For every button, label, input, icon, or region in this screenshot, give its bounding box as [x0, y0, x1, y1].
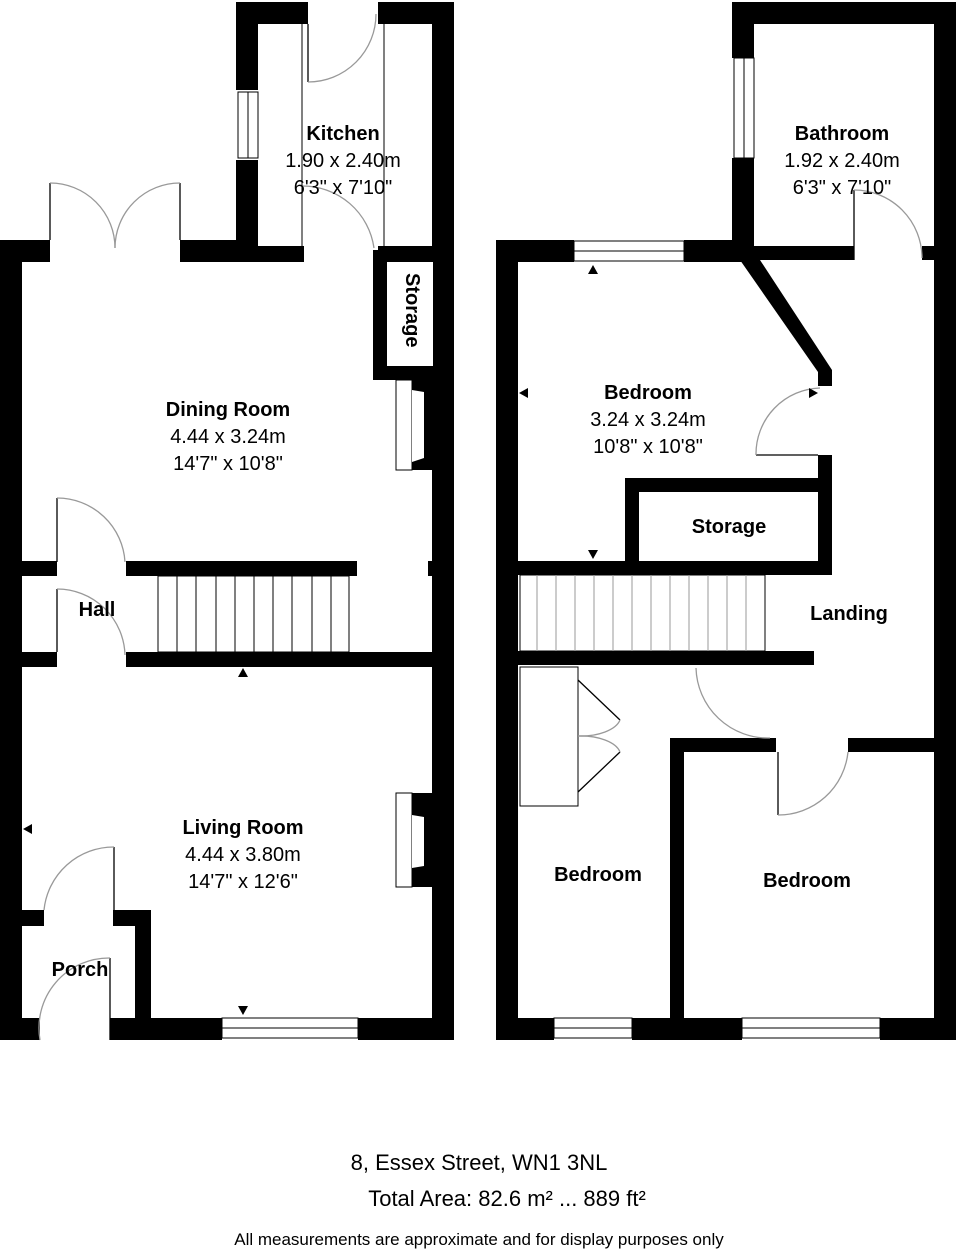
- room-name: Bathroom: [794, 123, 890, 145]
- room-label-kitchen: Kitchen 1.90 x 2.40m 6'3" x 7'10": [285, 121, 401, 202]
- room-dim-metric: 1.92 x 2.40m: [784, 150, 900, 172]
- total-area: Total Area: 82.6 m² ... 889 ft²: [368, 1186, 646, 1211]
- first-floor-stair-treads: [536, 575, 747, 651]
- first-floor-fixtures: [519, 57, 881, 1039]
- room-dim-imperial: 10'8" x 10'8": [593, 436, 703, 458]
- ground-floor-doors: [38, 13, 377, 1041]
- room-label-hall: Hall: [79, 597, 116, 624]
- disclaimer: All measurements are approximate and for…: [234, 1230, 724, 1249]
- room-dim-imperial: 14'7" x 12'6": [188, 871, 298, 893]
- ground-floor-stair-treads: [176, 576, 332, 652]
- room-label-landing: Landing: [810, 601, 888, 628]
- ground-floor-arrows: [23, 668, 434, 1015]
- room-name: Porch: [51, 959, 109, 981]
- room-label-storage-ground: Storage: [401, 273, 423, 348]
- room-dim-imperial: 6'3" x 7'10": [792, 177, 892, 199]
- room-name: Living Room: [182, 817, 304, 839]
- first-floor-doors: [577, 189, 923, 816]
- room-name: Landing: [810, 603, 888, 625]
- room-name: Kitchen: [306, 123, 380, 145]
- room-dim-imperial: 14'7" x 10'8": [173, 453, 283, 475]
- room-label-dining-room: Dining Room 4.44 x 3.24m 14'7" x 10'8": [166, 397, 290, 478]
- room-name: Bedroom: [604, 382, 692, 404]
- room-label-storage-first: Storage: [692, 514, 766, 541]
- room-name: Storage: [691, 516, 767, 538]
- room-dim-metric: 4.44 x 3.24m: [170, 426, 286, 448]
- room-name: Bedroom: [763, 870, 851, 892]
- property-address: 8, Essex Street, WN1 3NL: [350, 1150, 608, 1175]
- room-name: Bedroom: [554, 864, 642, 886]
- room-label-porch: Porch: [52, 957, 109, 984]
- room-dim-metric: 1.90 x 2.40m: [285, 150, 401, 172]
- ground-floor-fixtures: [157, 24, 433, 1039]
- room-dim-metric: 4.44 x 3.80m: [185, 844, 301, 866]
- room-dim-imperial: 6'3" x 7'10": [293, 177, 393, 199]
- room-name: Dining Room: [165, 399, 291, 421]
- room-label-bedroom-right: Bedroom: [763, 868, 851, 895]
- room-name: Hall: [78, 599, 116, 621]
- room-label-living-room: Living Room 4.44 x 3.80m 14'7" x 12'6": [182, 815, 303, 896]
- room-label-bedroom-left: Bedroom: [554, 862, 642, 889]
- room-label-bedroom-main: Bedroom 3.24 x 3.24m 10'8" x 10'8": [590, 380, 706, 461]
- ground-floor-walls: [0, 2, 454, 1040]
- room-label-bathroom: Bathroom 1.92 x 2.40m 6'3" x 7'10": [784, 121, 900, 202]
- first-floor-arrows: [519, 265, 818, 559]
- room-dim-metric: 3.24 x 3.24m: [590, 409, 706, 431]
- first-floor-walls: [496, 2, 956, 1040]
